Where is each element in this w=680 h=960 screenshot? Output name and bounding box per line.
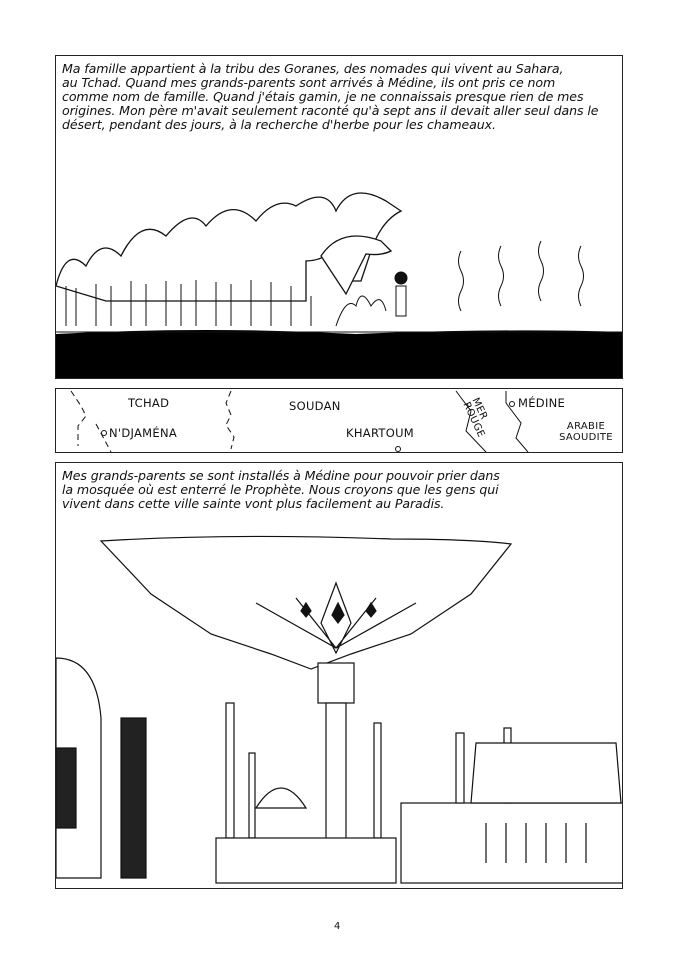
map-label-arabie-saoudite: ARABIE SAOUDITE bbox=[559, 421, 613, 443]
page-number: 4 bbox=[334, 921, 341, 932]
caption-camels: Ma famille appartient à la tribu des Gor… bbox=[62, 61, 599, 132]
caption-mosque: Mes grands-parents se sont installés à M… bbox=[62, 468, 500, 511]
map-borders bbox=[70, 390, 529, 452]
mosque-umbrella-drawing bbox=[56, 535, 622, 884]
map-label-ndjamena: N'DJAMÉNA bbox=[109, 426, 178, 440]
camels-desert-drawing bbox=[56, 192, 622, 378]
panel-map: TCHAD N'DJAMÉNA SOUDAN KHARTOUM MER ROUG… bbox=[55, 388, 623, 453]
panel-camels: Ma famille appartient à la tribu des Gor… bbox=[55, 55, 623, 379]
map-label-khartoum: KHARTOUM bbox=[346, 426, 415, 440]
map-label-tchad: TCHAD bbox=[128, 396, 170, 410]
map-label-medine: MÉDINE bbox=[518, 396, 566, 410]
panel-mosque: Mes grands-parents se sont installés à M… bbox=[55, 462, 623, 889]
map-label-soudan: SOUDAN bbox=[289, 399, 341, 413]
